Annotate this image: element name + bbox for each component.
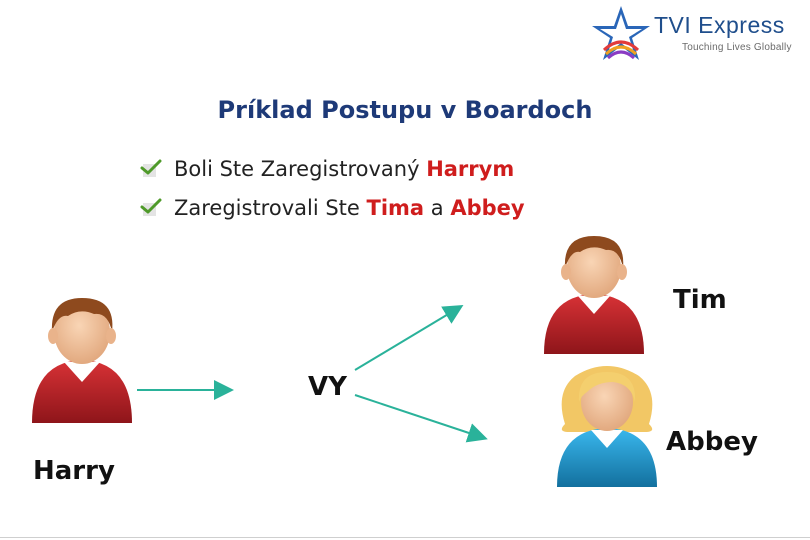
abbey-label: Abbey: [666, 427, 758, 457]
checkmark-icon: [140, 198, 162, 216]
harry-avatar: [32, 298, 132, 423]
harry-label: Harry: [33, 456, 115, 486]
sponsor-name: Harrym: [426, 157, 515, 181]
recruit-name-tim: Tima: [366, 196, 425, 220]
arrow-you-to-tim: [354, 304, 464, 371]
you-label: VY: [308, 372, 347, 402]
bullet-text-middle: a: [424, 196, 451, 220]
recruit-name-abbey: Abbey: [450, 196, 525, 220]
abbey-avatar: [557, 366, 657, 487]
tim-avatar: [544, 236, 644, 354]
page-title: Príklad Postupu v Boardoch: [217, 96, 593, 124]
checkmark-icon: [140, 159, 162, 177]
bottom-divider: [0, 537, 810, 538]
arrow-you-to-abbey: [354, 394, 488, 443]
bullet-text: Zaregistrovali Ste: [174, 196, 367, 220]
logo-brand-text: TVI Express: [654, 12, 785, 38]
tim-label: Tim: [673, 285, 727, 315]
logo-tagline: Touching Lives Globally: [682, 42, 792, 53]
tvi-express-logo: TVI Express Touching Lives Globally: [590, 4, 805, 62]
bullet-you-registered: Zaregistrovali Ste Tima a Abbey: [140, 196, 525, 220]
star-logo-icon: [592, 6, 650, 60]
bullet-registered-by: Boli Ste Zaregistrovaný Harrym: [140, 157, 514, 181]
bullet-text: Boli Ste Zaregistrovaný: [174, 157, 427, 181]
